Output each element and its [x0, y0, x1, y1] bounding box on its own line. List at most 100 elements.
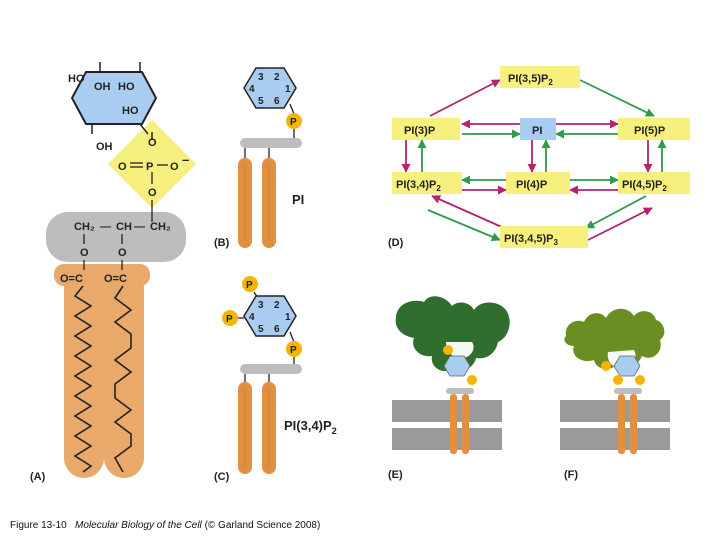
node-pi34p2: PI(3,4)P2	[396, 179, 441, 193]
phosphate-label: P	[290, 117, 297, 128]
phosphate-dot-e1	[443, 345, 453, 355]
node-pi-box	[520, 118, 556, 140]
unsaturated-chain	[113, 285, 133, 473]
phosphate-charge: –	[182, 152, 189, 167]
ring-number-6: 6	[274, 324, 280, 335]
tail-f-1	[618, 394, 625, 454]
caption-figure-number: Figure 13-10	[10, 520, 67, 531]
glycerol-o-2: O	[118, 247, 127, 259]
panel-b: 3 2 4 1 5 6 P PI (B)	[214, 67, 304, 249]
membrane-upper-e	[392, 400, 502, 422]
panel-d-tag: (D)	[388, 237, 404, 249]
ring-ho-3: HO	[122, 105, 139, 117]
glycerol-dash-2: —	[134, 221, 145, 233]
panel-f-tag: (F)	[564, 469, 578, 481]
node-pi45p2: PI(4,5)P2	[622, 179, 667, 193]
panel-a-tag: (A)	[30, 471, 46, 483]
node-pi34p2-box	[392, 172, 462, 194]
node-pi345p3-box	[500, 226, 588, 248]
inositol-ring-e	[443, 355, 471, 377]
panel-c-tag: (C)	[214, 471, 230, 483]
protein-domain-olive	[564, 308, 665, 369]
ring-number-2: 2	[274, 300, 280, 311]
inositol-ring-f	[613, 355, 641, 377]
ring-number-1: 1	[285, 84, 291, 95]
phosphate-dot-e2	[467, 375, 477, 385]
node-pi35p2: PI(3,5)P2	[508, 73, 553, 87]
inositol-ring	[70, 71, 158, 125]
phosphate-dot-5	[286, 341, 302, 357]
phosphate-group	[108, 120, 196, 208]
panel-d: PI(3,5)P2 PI(3)P PI PI(5)P PI(3,4)P2 PI(…	[388, 66, 690, 249]
phosphate-dot-3	[242, 276, 258, 292]
panel-a: HO OH HO HO OH O O P O – O CH₂ — CH — CH…	[30, 62, 196, 483]
phosphate-o-top: O	[148, 137, 157, 149]
phosphate-o-right: O	[170, 161, 179, 173]
node-pi35p2-box	[500, 66, 580, 88]
fatty-acid-tail-2	[104, 268, 144, 478]
ring-number-1: 1	[285, 312, 291, 323]
node-pi5p-box	[618, 118, 690, 140]
phosphate-dot-1	[286, 113, 302, 129]
membrane-upper-f	[560, 400, 670, 422]
glycerol-ch2-1: CH₂	[74, 221, 95, 233]
ring-ho-1: HO	[68, 73, 85, 85]
pi34p2-name: PI(3,4)P2	[284, 418, 337, 436]
node-pi4p: PI(4)P	[516, 179, 547, 191]
tail-f-2	[630, 394, 637, 454]
node-pi5p: PI(5)P	[634, 125, 665, 137]
panel-b-tag: (B)	[214, 237, 230, 249]
membrane-lower-e	[392, 428, 502, 450]
caption-book-title: Molecular Biology of the Cell	[75, 520, 202, 531]
phosphate-o-bottom: O	[148, 187, 157, 199]
ring-number-5: 5	[258, 324, 264, 335]
node-pi3p-box	[392, 118, 460, 140]
ring-number-5: 5	[258, 96, 264, 107]
pi-name: PI	[292, 192, 304, 207]
pathway-arrows	[401, 79, 667, 242]
phosphate-dot-f2	[613, 375, 623, 385]
inositol-ring-c	[243, 295, 297, 337]
inositol-ring-b	[243, 67, 297, 109]
node-pi45p2-box	[618, 172, 690, 194]
ester-2: O=C	[104, 273, 127, 285]
fatty-acid-tail-1	[64, 268, 104, 478]
ring-number-6: 6	[274, 96, 280, 107]
phosphate-o-left: O	[118, 161, 127, 173]
ring-number-4: 4	[249, 312, 255, 323]
tail-e-1	[450, 394, 457, 454]
node-pi: PI	[532, 125, 542, 137]
ring-number-3: 3	[258, 300, 264, 311]
caption-credit: (© Garland Science 2008)	[204, 520, 321, 531]
glycerol-bar-e	[446, 388, 474, 394]
panel-e: (E)	[388, 296, 510, 481]
node-pi4p-box	[506, 172, 570, 194]
phosphate-dot-4	[222, 310, 238, 326]
ring-ho-2: HO	[118, 81, 135, 93]
ester-1: O=C	[60, 273, 83, 285]
panel-f: (F)	[560, 308, 670, 481]
phosphate-label-c1: P	[246, 280, 253, 291]
phosphate-dot-f1	[601, 361, 611, 371]
tail-e-2	[462, 394, 469, 454]
phosphate-label-c3: P	[290, 345, 297, 356]
ring-number-4: 4	[249, 84, 255, 95]
node-pi3p: PI(3)P	[404, 125, 435, 137]
glycerol-o-1: O	[80, 247, 89, 259]
glycerol-bar-f	[614, 388, 642, 394]
protein-domain-dark	[395, 296, 510, 373]
phosphate-p: P	[146, 161, 153, 173]
glycerol-bar-c	[240, 364, 302, 374]
phosphate-dot-f3	[635, 375, 645, 385]
node-pi345p3: PI(3,4,5)P3	[504, 233, 559, 247]
ring-number-2: 2	[274, 72, 280, 83]
panel-c: P P 3 2 4 1 5 6 P PI(3,4)P2 (C)	[214, 276, 337, 483]
phosphate-label-c2: P	[226, 314, 233, 325]
figure-caption: Figure 13-10 Molecular Biology of the Ce…	[10, 520, 320, 531]
glycerol-backbone	[46, 212, 186, 262]
panel-e-tag: (E)	[388, 469, 403, 481]
glycerol-bar-b	[240, 138, 302, 148]
glycerol-ch2-2: CH₂	[150, 221, 171, 233]
ring-oh-2: OH	[96, 141, 113, 153]
